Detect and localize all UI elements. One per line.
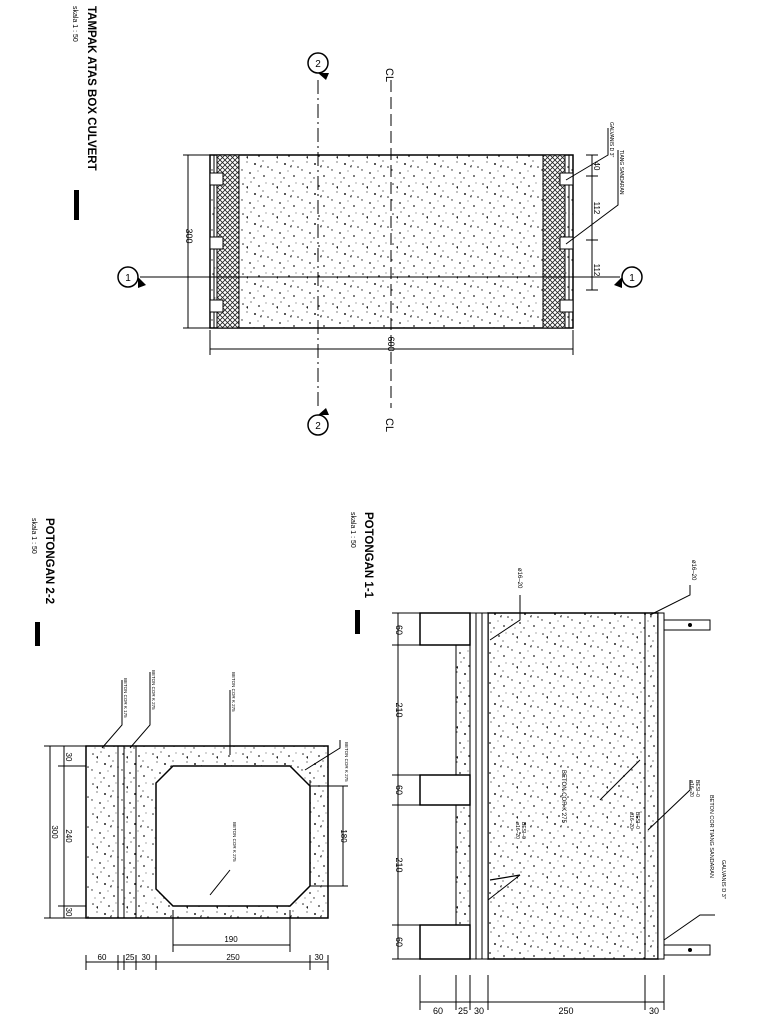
section-2-dim: 60 (98, 953, 107, 962)
section-1-scale: skala 1 : 50 (349, 512, 356, 548)
top-view-title: TAMPAK ATAS BOX CULVERT (85, 6, 97, 171)
section-1-dim: 30 (649, 1006, 659, 1016)
section-1: 60 210 60 210 60 60 25 30 250 30 ø16–20 … (392, 560, 726, 1016)
section-2-note: BETON COR K 175 (123, 678, 128, 718)
section-1-right-strip (657, 612, 665, 960)
section-1-note: BETON COR K 275 (560, 770, 566, 824)
top-view-title-bar (74, 190, 79, 220)
dim-40: 40 (592, 162, 601, 171)
section-marker-1-right: 1 (614, 266, 643, 288)
centerline-label: CL (383, 68, 395, 82)
marker-label: 2 (315, 59, 321, 70)
top-view-scale: skala 1 : 50 (71, 6, 78, 42)
top-view-post (559, 299, 574, 313)
section-1-note: ø16–20 (690, 560, 696, 581)
section-2-title-block: POTONGAN 2-2 skala 1 : 50 (30, 518, 55, 646)
dim-112-b: 112 (592, 264, 601, 277)
top-view-post (559, 236, 574, 250)
section-2-opening (155, 765, 311, 907)
section-2-title: POTONGAN 2-2 (43, 518, 55, 604)
section-1-note: BESI–0 (694, 780, 700, 797)
section-2-note: BETON COR K 275 (231, 672, 236, 712)
section-1-dim: 60 (394, 625, 404, 635)
top-view-post (209, 172, 224, 186)
section-2-dim: 250 (226, 953, 240, 962)
section-1-post (419, 774, 471, 806)
section-2-dim: 190 (224, 935, 238, 944)
section-1-note: ø16–20 (516, 568, 522, 589)
top-view-post (209, 236, 224, 250)
section-1-note: BESI–0 (520, 822, 526, 839)
section-marker-2-bottom: 2 (307, 408, 329, 436)
centerline-label: CL (383, 418, 395, 432)
section-1-rebar-layer (469, 612, 489, 960)
section-1-post (419, 612, 471, 646)
section-2-note: BETON COR K 275 (151, 670, 156, 710)
section-marker-1-left: 1 (117, 266, 146, 288)
section-1-dim: 210 (394, 702, 404, 717)
section-1-title-bar (355, 610, 360, 634)
section-1-note: BETON COR TIANG SANDARAN (708, 795, 714, 878)
section-1-dim: 25 (458, 1006, 468, 1016)
section-1-title: POTONGAN 1-1 (362, 512, 374, 599)
section-2-dim: 30 (64, 908, 73, 917)
dim-length: 600 (386, 336, 396, 351)
section-1-note: ø16–20 (514, 822, 520, 839)
section-2: 30 240 30 300 190 60 25 30 250 30 180 BE… (44, 670, 349, 970)
section-1-note: ø16–20 (688, 780, 694, 797)
marker-label: 1 (629, 273, 635, 284)
section-1-post (419, 924, 471, 960)
section-marker-2-top: 2 (307, 52, 329, 80)
section-2-dim: 240 (64, 829, 73, 843)
dim-width: 300 (184, 228, 194, 243)
section-1-dim: 60 (394, 785, 404, 795)
section-2-note: BETON COR K 275 (232, 822, 237, 862)
section-2-dim: 25 (126, 953, 135, 962)
top-view-post (559, 172, 574, 186)
section-2-scale: skala 1 : 50 (30, 518, 37, 554)
section-2-dim: 30 (142, 953, 151, 962)
section-1-beam (455, 644, 471, 776)
marker-label: 2 (315, 421, 321, 432)
section-1-note: GALVANIS D 3" (720, 860, 726, 899)
section-2-note: BETON COR K 275 (344, 742, 349, 782)
centerline-symbol-bottom: CL (383, 418, 395, 432)
section-1-dim: 250 (558, 1006, 573, 1016)
section-2-dim: 180 (339, 829, 348, 843)
section-1-note: ø16–20 (628, 812, 634, 829)
section-1-dim: 60 (394, 937, 404, 947)
top-view-post (209, 299, 224, 313)
section-2-dim: 30 (315, 953, 324, 962)
note-galvanis: GALVANIS D 3" (608, 122, 614, 157)
top-view: 1 1 2 2 CL CL 300 600 (117, 52, 643, 436)
section-2-title-bar (35, 622, 40, 646)
section-2-dim: 30 (64, 753, 73, 762)
section-1-dim: 210 (394, 857, 404, 872)
centerline-symbol-top: CL (383, 68, 395, 82)
section-1-dim: 30 (474, 1006, 484, 1016)
section-1-dim: 60 (433, 1006, 443, 1016)
section-1-beam (455, 804, 471, 926)
section-1-title-block: POTONGAN 1-1 skala 1 : 50 (349, 512, 374, 634)
top-view-title-block: TAMPAK ATAS BOX CULVERT skala 1 : 50 (71, 6, 97, 220)
marker-label: 1 (125, 273, 131, 284)
note-tiang-sandaran: TIANG SANDARAN (618, 150, 624, 195)
section-1-slab (487, 612, 659, 960)
section-2-dim: 300 (50, 825, 59, 839)
section-1-note: BESI–0 (634, 812, 640, 829)
dim-112-a: 112 (592, 202, 601, 215)
